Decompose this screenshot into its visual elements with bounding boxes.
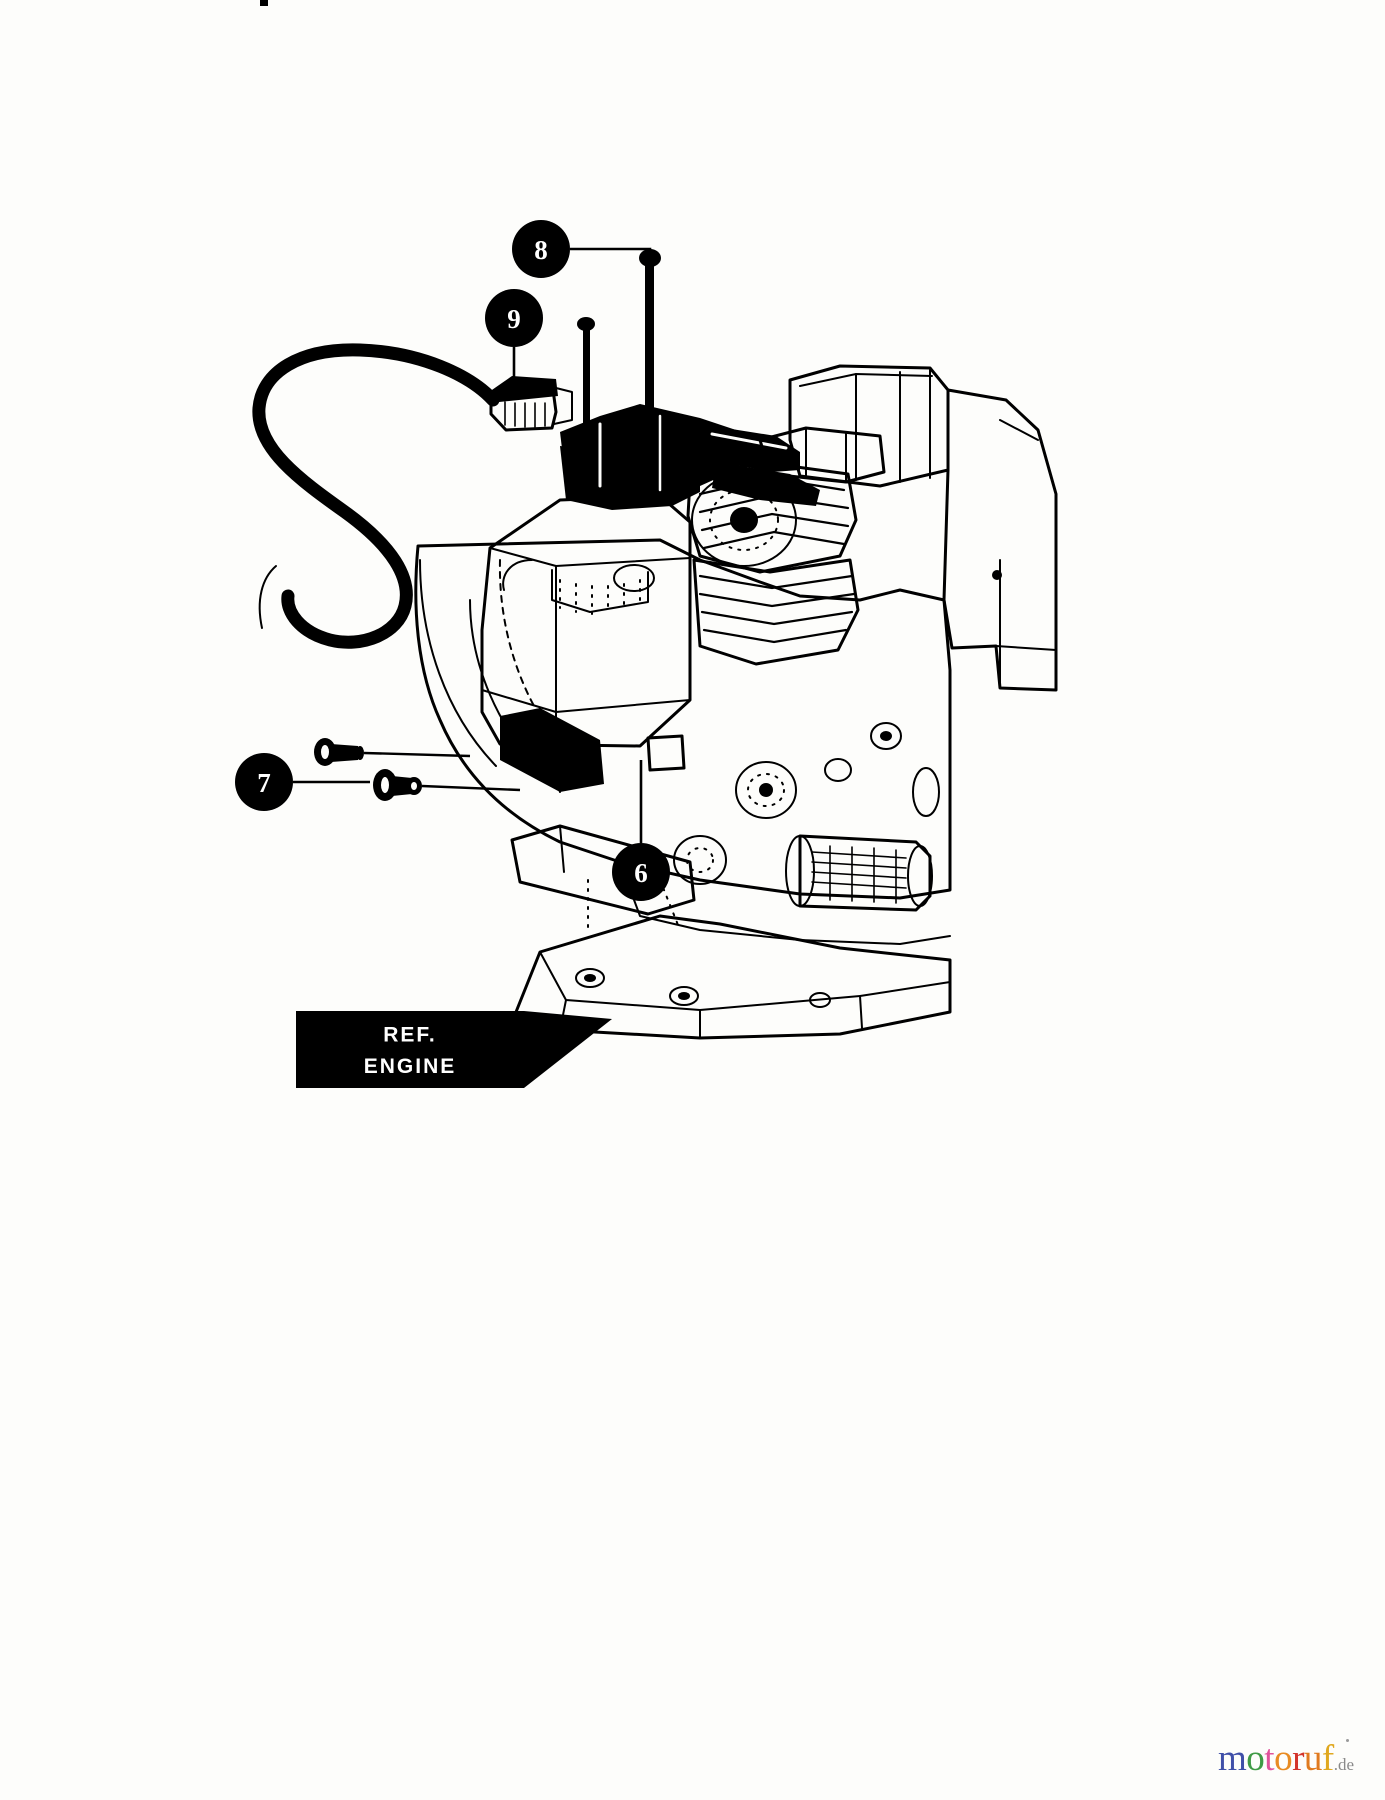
callout-8-leader [570, 247, 652, 268]
ref-engine-pointer [524, 1011, 612, 1088]
ref-engine-line2: ENGINE [364, 1055, 457, 1078]
engine-shroud [788, 364, 1058, 692]
wm-letter-o2: o [1274, 1738, 1293, 1779]
ignition-control-module [560, 249, 820, 510]
callout-7-circle [235, 753, 293, 811]
callout-9[interactable]: 9 [485, 289, 543, 400]
ref-engine-label: REF. ENGINE [296, 1011, 612, 1088]
callout-6-circle [612, 843, 670, 901]
ref-engine-box [296, 1011, 524, 1088]
callouts-group: 8 9 7 6 [235, 220, 670, 901]
output-shaft [785, 834, 933, 912]
cylinder-head-fins [686, 426, 886, 666]
mounting-bolt-upper [314, 738, 471, 766]
wm-letter-m: m [1218, 1738, 1247, 1779]
callout-7[interactable]: 7 [235, 753, 370, 811]
callout-8-number: 8 [534, 235, 548, 265]
callout-8-circle [512, 220, 570, 278]
ref-engine-line1: REF. [383, 1023, 437, 1046]
callout-9-number: 9 [507, 304, 521, 334]
top-tick-mark [260, 0, 268, 6]
fuel-tank-housing [480, 494, 692, 772]
wm-dot-accent [1346, 1739, 1349, 1742]
spark-plug-boot [489, 376, 573, 432]
callout-7-number: 7 [257, 768, 271, 798]
wm-letter-t: t [1264, 1738, 1275, 1779]
wm-letter-o1: o [1246, 1738, 1265, 1779]
callout-8[interactable]: 8 [512, 220, 652, 278]
motoruf-watermark: motoruf.de [1218, 1736, 1378, 1784]
wm-letter-r: r [1292, 1738, 1304, 1779]
callout-6[interactable]: 6 [612, 760, 670, 901]
callout-6-number: 6 [634, 858, 648, 888]
wm-tld: .de [1333, 1755, 1355, 1774]
mounting-bolt-lower [373, 769, 521, 801]
engine-mounting-base [510, 824, 952, 1040]
spark-plug-wire [252, 343, 500, 649]
callout-9-circle [485, 289, 543, 347]
wm-letter-f: f [1321, 1738, 1334, 1779]
wm-letter-u: u [1303, 1738, 1323, 1779]
